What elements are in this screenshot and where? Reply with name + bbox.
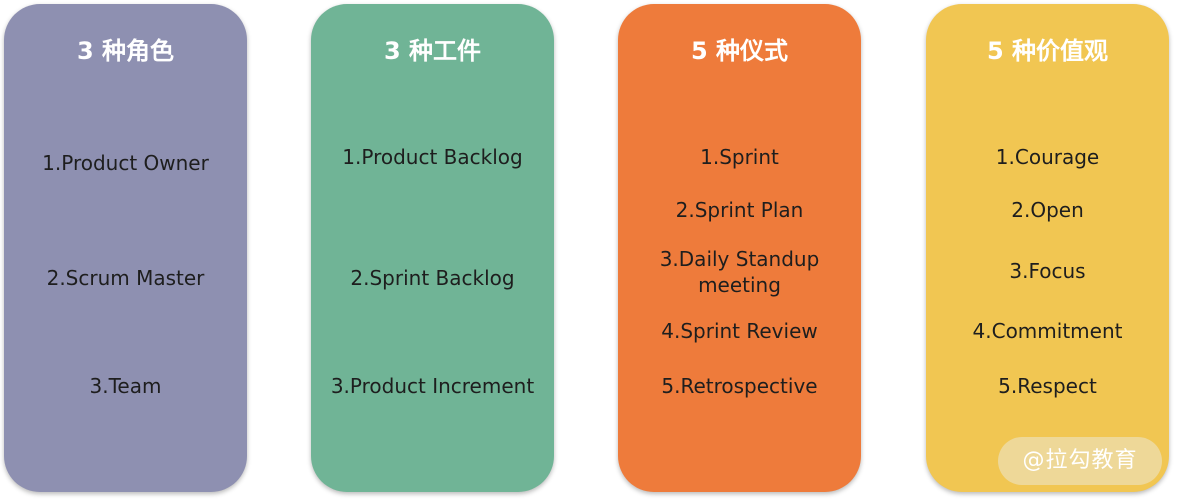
value-open: 2.Open xyxy=(1011,198,1084,222)
value-respect: 5.Respect xyxy=(998,374,1097,398)
artifact-product-increment: 3.Product Increment xyxy=(330,374,535,398)
ceremony-sprint-plan: 2.Sprint Plan xyxy=(675,198,804,222)
artifact-sprint-backlog: 2.Sprint Backlog xyxy=(350,266,515,290)
role-team: 3.Team xyxy=(89,374,162,398)
ceremonies-title: 5 种仪式 xyxy=(690,37,789,65)
value-commitment: 4.Commitment xyxy=(972,319,1123,343)
ceremony-sprint: 1.Sprint xyxy=(700,145,779,169)
ceremony-daily-standup: 3.Daily Standup xyxy=(659,247,820,271)
artifact-product-backlog: 1.Product Backlog xyxy=(342,145,523,169)
artifacts-card: 3 种工件 1.Product Backlog 2.Sprint Backlog… xyxy=(311,4,554,492)
values-card: 5 种价值观 1.Courage 2.Open 3.Focus 4.Commit… xyxy=(926,4,1169,492)
roles-card: 3 种角色 1.Product Owner 2.Scrum Master 3.T… xyxy=(4,4,247,492)
values-title: 5 种价值观 xyxy=(986,37,1109,65)
ceremonies-card: 5 种仪式 1.Sprint 2.Sprint Plan 3.Daily Sta… xyxy=(618,4,861,492)
role-scrum-master: 2.Scrum Master xyxy=(46,266,205,290)
ceremony-retrospective: 5.Retrospective xyxy=(661,374,818,398)
ceremony-daily-standup-meeting: meeting xyxy=(698,273,781,297)
roles-title: 3 种角色 xyxy=(76,37,175,65)
lagou-watermark: @拉勾教育 xyxy=(998,437,1162,485)
role-product-owner: 1.Product Owner xyxy=(42,151,209,175)
value-courage: 1.Courage xyxy=(995,145,1100,169)
value-focus: 3.Focus xyxy=(1009,259,1086,283)
artifacts-title: 3 种工件 xyxy=(383,37,482,65)
ceremony-sprint-review: 4.Sprint Review xyxy=(661,319,818,343)
